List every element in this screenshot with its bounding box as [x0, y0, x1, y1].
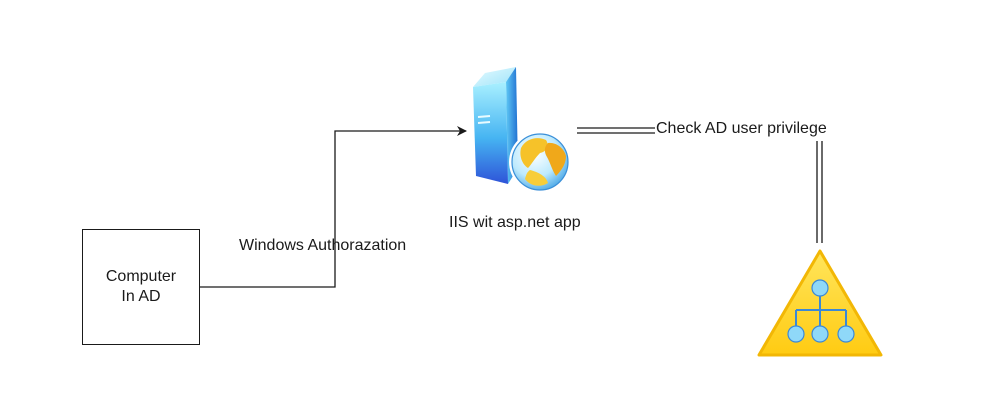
edge-windows-auth	[200, 126, 467, 288]
ad-hierarchy-icon	[757, 249, 883, 357]
computer-label-line2: In AD	[121, 288, 161, 305]
edge-label-check-privilege: Check AD user privilege	[656, 120, 827, 137]
ad-child-node	[837, 325, 855, 343]
ad-root-node	[811, 279, 829, 297]
edge-check-privilege-horizontal	[577, 127, 655, 134]
computer-node: Computer In AD	[82, 229, 200, 345]
edge-check-privilege-vertical	[816, 141, 823, 243]
ad-child-node	[787, 325, 805, 343]
web-server-icon	[473, 67, 571, 193]
iis-server-label: IIS wit asp.net app	[449, 214, 581, 231]
globe-icon	[509, 131, 571, 193]
ad-child-node	[811, 325, 829, 343]
edge-label-windows-auth: Windows Authorazation	[239, 237, 407, 254]
computer-label-line1: Computer	[105, 268, 177, 285]
